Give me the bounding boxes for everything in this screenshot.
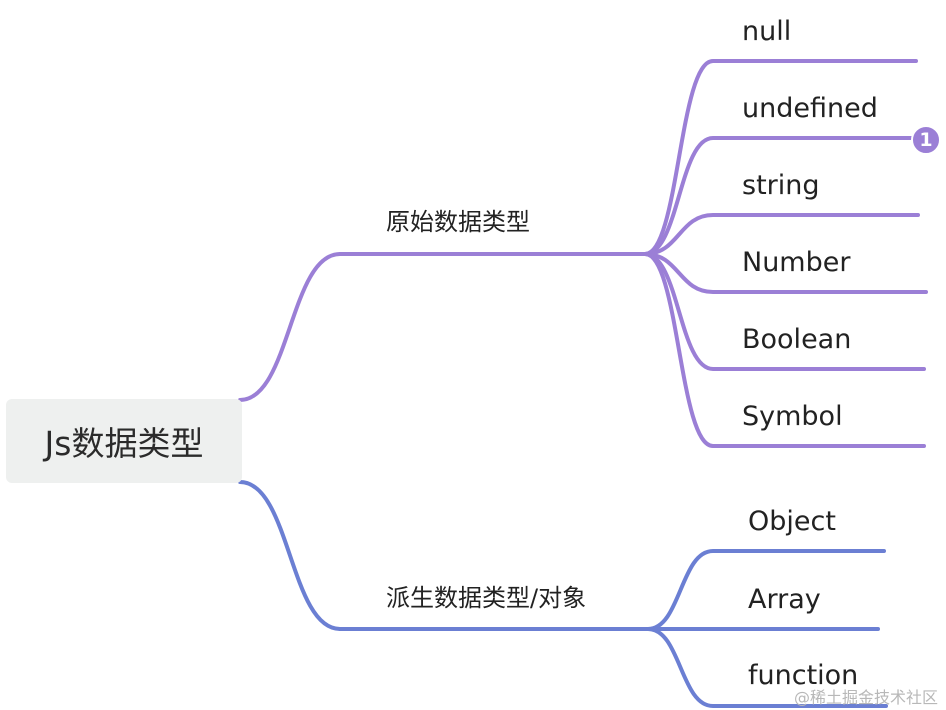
connector-root-to-derived [238,480,342,631]
leaf-node-string[interactable]: string [742,170,820,201]
leaf-node-boolean[interactable]: Boolean [742,324,852,355]
branch-node-derived-types[interactable]: 派生数据类型/对象 [386,584,587,612]
leaf-node-symbol[interactable]: Symbol [742,401,843,432]
leaf-node-function[interactable]: function [748,660,859,691]
connector-leaf-5 [643,252,926,448]
collapsed-count-badge[interactable]: 1 [911,125,941,155]
leaf-node-null[interactable]: null [742,16,792,47]
connector-leaf-1 [643,136,913,256]
branch-node-primitive-types[interactable]: 原始数据类型 [386,208,530,236]
connector-leaf-0 [643,59,918,256]
watermark: @稀土掘金技术社区 [793,688,938,707]
root-node-label: Js数据类型 [44,424,204,463]
leaf-node-undefined[interactable]: undefined [742,93,878,124]
connector-derived-leaf-2 [646,627,888,708]
connector-leaf-2 [643,213,920,256]
connector-derived-leaf-0 [646,549,886,631]
leaf-node-object[interactable]: Object [748,506,836,537]
root-node[interactable]: Js数据类型 [6,399,242,483]
leaf-node-array[interactable]: Array [748,584,821,615]
primitive-branch-connectors [238,59,928,448]
derived-branch-connectors [238,480,888,708]
leaf-node-number[interactable]: Number [742,247,851,278]
connector-root-to-primitive [238,252,342,402]
connector-leaf-3 [643,252,928,294]
